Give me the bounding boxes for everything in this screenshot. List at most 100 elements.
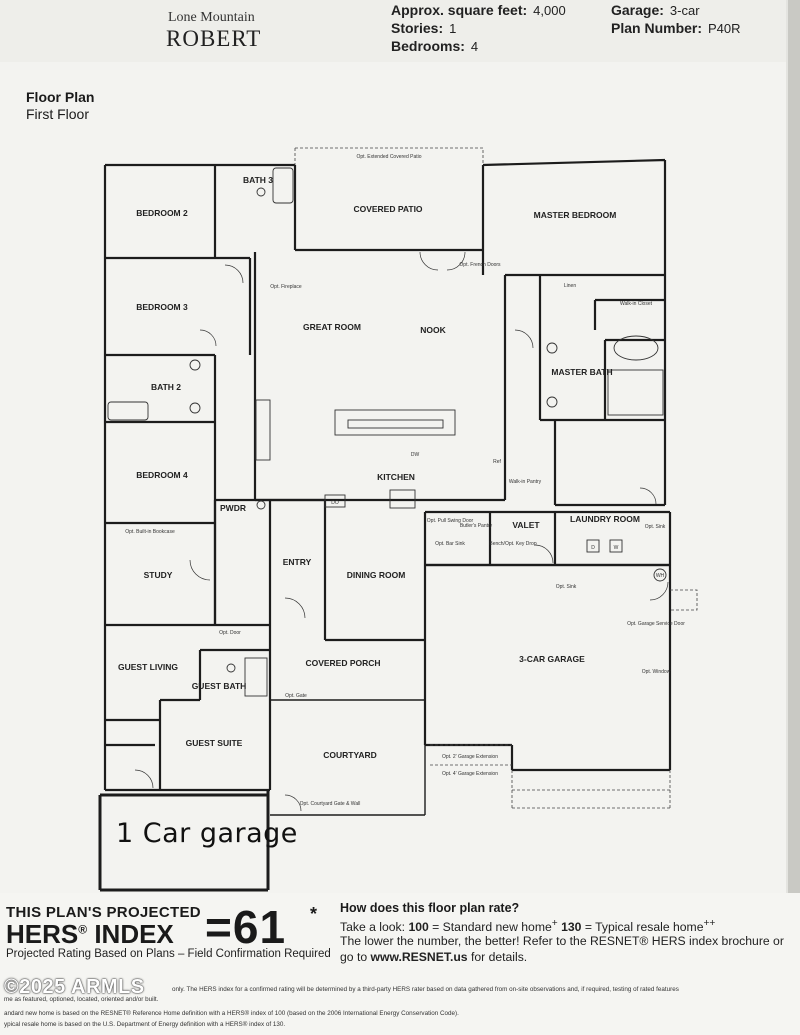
note-4ft-extension: Opt. 4' Garage Extension [442,771,498,777]
label-bedroom2: BEDROOM 2 [136,208,188,218]
dryer [586,539,600,553]
rating-scale-line: Take a look: 100 = Standard new home+ 13… [340,918,716,935]
label-covered-porch: COVERED PORCH [305,658,380,668]
shower-guest-bath [244,657,268,697]
note-butlers-pantry: Butler's Pantry [460,523,493,529]
door-guest-suite [134,769,154,789]
hers-asterisk: * [310,904,318,924]
wall-master-suite [538,275,667,507]
note-bookcase: Opt. Built-in Bookcase [125,529,175,535]
master-tub [613,335,659,361]
wall-entry [213,498,425,642]
model-name: ROBERT [166,26,262,51]
label-master-bath: MASTER BATH [551,367,612,377]
opt-garage-extension-outline [430,744,671,809]
spec-square-feet: Approx. square feet:4,000 [391,2,566,18]
door-courtyard-gate [284,794,302,812]
label-entry: ENTRY [283,557,312,567]
label-bath3: BATH 3 [243,175,273,185]
label-nook: NOOK [420,325,446,335]
hers-basis: Projected Rating Based on Plans – Field … [6,948,331,960]
note-ref: Ref [493,459,501,465]
floor-plan-title: Floor Plan [26,89,95,105]
brochure-header: Lone Mountain ROBERT Approx. square feet… [0,0,800,62]
note-wh: WH [656,573,665,579]
fine-print-1: only. The HERS index for a confirmed rat… [172,986,679,993]
rating-question: How does this floor plan rate? [340,901,520,915]
label-valet: VALET [512,520,540,530]
door-entry [284,597,306,619]
note-key-drop: Bench/Opt. Key Drop [489,541,536,547]
label-master-bedroom: MASTER BEDROOM [534,210,617,220]
hers-panel [0,893,800,1035]
rating-guidance-line: The lower the number, the better! Refer … [340,934,784,948]
master-shower [607,369,664,416]
tub-bath3 [272,167,294,204]
spec-bedrooms: Bedrooms:4 [391,38,479,54]
note-dw: DW [411,452,420,458]
hers-score: =61 [205,901,287,953]
label-guest-living: GUEST LIVING [118,662,178,672]
community-name: Lone Mountain [168,10,255,25]
mls-watermark: ©2025 ARMLS [4,976,145,998]
label-3-car-garage: 3-CAR GARAGE [519,654,585,664]
note-opt-gate: Opt. Gate [285,693,307,699]
resnet-link[interactable]: www.RESNET.us [370,950,468,964]
label-bath2: BATH 2 [151,382,181,392]
door-bedroom3 [224,264,244,284]
floor-plan-drawing: BEDROOM 2 BATH 3 COVERED PATIO MASTER BE… [98,147,698,892]
washer [609,539,623,553]
wall-patio [293,158,667,275]
label-guest-suite: GUEST SUITE [186,738,243,748]
fine-print-4: ypical resale home is based on the U.S. … [4,1021,286,1028]
door-valet [534,544,554,564]
note-opt-sink-laundry: Opt. Sink [645,524,666,530]
wall-courtyard [270,699,426,816]
wall-great-room [253,252,665,502]
door-master [514,329,534,349]
opt-extended-patio-outline [294,147,484,165]
label-bedroom4: BEDROOM 4 [136,470,188,480]
page-edge-shadow [788,0,800,1035]
label-laundry-room: LAUNDRY ROOM [570,514,640,524]
door-study [189,559,211,581]
sink-master-1 [546,342,558,354]
double-oven [324,494,346,508]
door-bedroom3-closet [199,329,217,347]
label-kitchen: KITCHEN [377,472,415,482]
note-dryer: D [591,545,595,551]
note-opt-sink-garage: Opt. Sink [556,584,577,590]
toilet-pwdr [256,500,266,510]
toilet-bath3 [256,187,266,197]
label-dining-room: DINING ROOM [347,570,406,580]
wall-utility [423,510,672,745]
note-courtyard-gate: Opt. Courtyard Gate & Wall [300,801,361,807]
spec-garage: Garage:3-car [611,2,700,18]
tub-bath2 [107,401,149,421]
note-washer: W [614,545,619,551]
spec-stories: Stories:1 [391,20,457,36]
note-garage-service-door: Opt. Garage Service Door [627,621,685,627]
wall-left-wing [103,163,295,627]
opt-service-door-outline [670,589,698,611]
toilet-bath2 [189,359,201,371]
label-courtyard: COURTYARD [323,750,377,760]
kitchen-island [334,409,456,436]
sink-bath2 [189,402,201,414]
hers-index-label: HERS® INDEX [6,919,174,949]
note-fireplace: Opt. Fireplace [270,284,302,290]
note-opt-door: Opt. Door [219,630,241,636]
note-walkin-closet-master: Walk-in Closet [620,301,653,307]
wall-left-inner [213,165,252,625]
rating-link-line: go to www.RESNET.us for details. [340,950,528,964]
cooktop [389,489,416,509]
hers-projected-label: THIS PLAN'S PROJECTED [6,904,201,921]
door-walkin [639,487,657,505]
note-bar-sink: Opt. Bar Sink [435,541,465,547]
label-bedroom3: BEDROOM 3 [136,302,188,312]
fireplace-wall [255,399,271,461]
spec-plan-number: Plan Number:P40R [611,20,741,36]
note-french-doors: Opt. French Doors [459,262,501,268]
note-pull-swing-door: Opt. Pull Swing Door [427,518,474,524]
note-extended-patio: Opt. Extended Covered Patio [356,154,421,160]
